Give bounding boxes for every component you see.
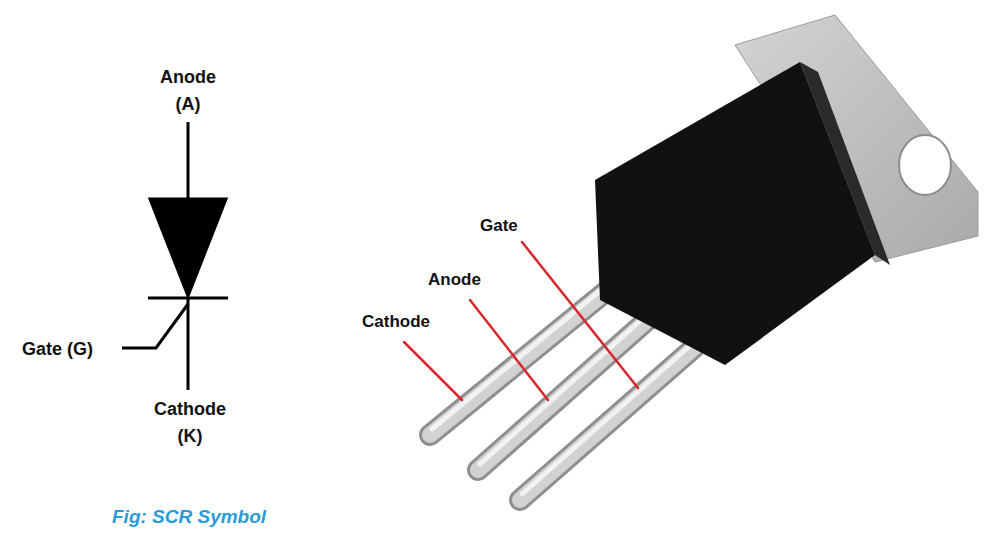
pin-cathode-shine xyxy=(432,276,618,429)
anode-lead xyxy=(187,122,190,200)
cathode-lead xyxy=(187,298,190,390)
to220-package xyxy=(430,15,978,500)
leader-line xyxy=(404,342,462,400)
pin-label: Gate xyxy=(480,212,518,239)
pin-gate xyxy=(520,325,720,500)
epoxy-body xyxy=(595,62,875,365)
pin-label: Cathode xyxy=(362,308,430,335)
leader-line xyxy=(470,300,548,400)
terminal-label: Gate (G) xyxy=(22,336,93,363)
pin-gate-face xyxy=(520,325,720,500)
scr-symbol xyxy=(122,122,228,390)
pin-label: Anode xyxy=(428,266,481,293)
mounting-hole xyxy=(899,135,951,195)
terminal-label: Cathode (K) xyxy=(150,396,230,450)
diode-triangle xyxy=(150,199,226,296)
pin-gate-shine xyxy=(522,321,718,494)
leader-line xyxy=(522,242,638,388)
terminal-label: Anode (A) xyxy=(153,64,223,118)
leader-lines xyxy=(404,242,638,400)
gate-lead xyxy=(122,304,188,348)
figure-caption: Fig: SCR Symbol xyxy=(112,506,266,528)
